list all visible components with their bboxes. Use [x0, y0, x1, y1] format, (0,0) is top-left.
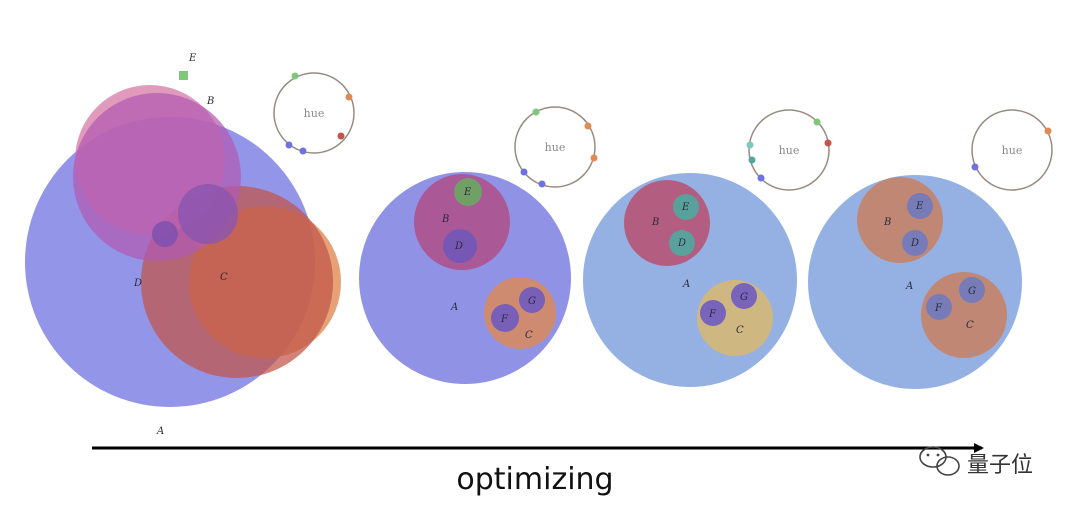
hue-wheel: hue [273, 72, 355, 155]
label-e: E [681, 202, 690, 213]
circle-d-small [152, 221, 178, 247]
circle-b [624, 180, 710, 266]
label-a: A [905, 281, 913, 292]
circle-b [857, 177, 943, 263]
label-b: B [206, 96, 214, 107]
circle-e [907, 193, 933, 219]
circle-c [921, 272, 1007, 358]
label-c: C [525, 330, 533, 341]
label-g: G [528, 296, 536, 307]
wechat-icon [919, 446, 960, 476]
hue-wheel: hue [746, 109, 832, 191]
circle-e [178, 184, 238, 244]
label-d: D [133, 278, 142, 289]
circle-f [491, 304, 519, 332]
label-a: A [156, 426, 164, 437]
watermark: 量子位 [919, 446, 1033, 478]
label-b: B [651, 217, 659, 228]
label-e: E [915, 201, 924, 212]
label-d: D [910, 238, 919, 249]
hue-label: hue [304, 107, 325, 120]
stage-1: E B D C A hue [25, 53, 355, 437]
label-a: A [682, 279, 690, 290]
circle-f [926, 294, 952, 320]
hue-label: hue [779, 144, 800, 157]
label-f: F [934, 303, 943, 314]
label-b: B [883, 217, 891, 228]
circle-f [700, 300, 726, 326]
stage-2: E B D A F G C hue [359, 106, 598, 384]
circle-g [731, 283, 757, 309]
label-c: C [966, 320, 974, 331]
label-g: G [740, 292, 748, 303]
circle-e [454, 178, 482, 206]
hue-wheel: hue [514, 106, 598, 188]
label-c: C [736, 325, 744, 336]
label-c: C [220, 272, 228, 283]
watermark-text: 量子位 [967, 453, 1033, 478]
label-f: F [500, 314, 509, 325]
hue-label: hue [1002, 144, 1023, 157]
circle-d [443, 229, 477, 263]
circle-g [959, 277, 985, 303]
hue-label: hue [545, 141, 566, 154]
label-b: B [441, 214, 449, 225]
label-f: F [708, 309, 717, 320]
circle-g [519, 287, 545, 313]
stage-4: B E D A F G C hue [808, 109, 1053, 389]
hue-wheel: hue [971, 109, 1053, 191]
circle-e [673, 194, 699, 220]
circle-d [902, 230, 928, 256]
label-e: E [463, 187, 472, 198]
stage-3: B E D A F G C hue [583, 109, 832, 387]
circle-d [669, 230, 695, 256]
square-e [179, 71, 188, 80]
label-d: D [454, 241, 463, 252]
label-a: A [450, 302, 458, 313]
axis-label: optimizing [456, 462, 613, 497]
label-e: E [188, 53, 197, 64]
label-g: G [968, 286, 976, 297]
label-d: D [677, 238, 686, 249]
circle-b [414, 174, 510, 270]
